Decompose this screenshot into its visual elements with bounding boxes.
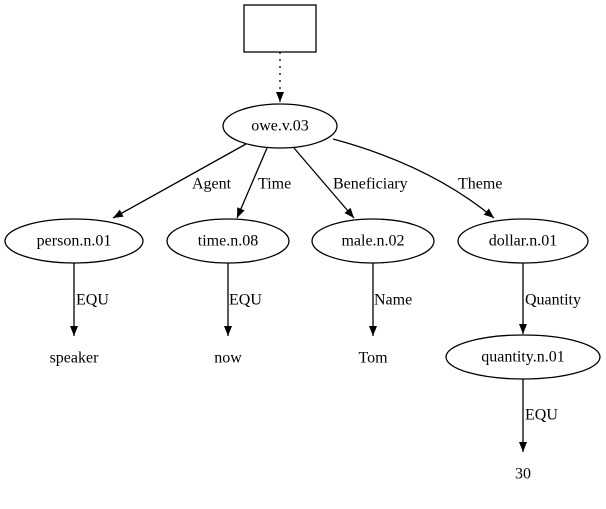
edge-time (236, 147, 268, 219)
leaf-tom: Tom (358, 350, 388, 367)
edge-agent (112, 143, 247, 219)
node-person-label: person.n.01 (37, 233, 112, 250)
root-box (243, 4, 317, 53)
edge-agent-label: Agent (192, 176, 232, 193)
edge-male-name-label: Name (374, 292, 412, 309)
node-time-label: time.n.08 (198, 233, 258, 250)
edge-quantity-equ-label: EQU (525, 407, 558, 424)
edge-time-equ-label: EQU (229, 292, 262, 309)
node-male-label: male.n.02 (341, 233, 404, 250)
node-dollar-label: dollar.n.01 (489, 233, 557, 250)
edge-theme-label: Theme (458, 176, 502, 193)
leaf-speaker: speaker (50, 350, 100, 367)
edge-person-equ-label: EQU (76, 292, 109, 309)
edge-beneficiary (293, 147, 355, 219)
edge-time-label: Time (258, 176, 291, 193)
node-owe (222, 103, 338, 149)
node-owe-label: owe.v.03 (251, 118, 309, 135)
edge-dollar-quantity-label: Quantity (525, 292, 581, 309)
edge-beneficiary-label: Beneficiary (333, 176, 408, 193)
node-quantity-label: quantity.n.01 (481, 349, 564, 366)
leaf-now: now (214, 350, 242, 367)
leaf-thirty: 30 (515, 466, 531, 483)
edge-theme (332, 138, 495, 219)
